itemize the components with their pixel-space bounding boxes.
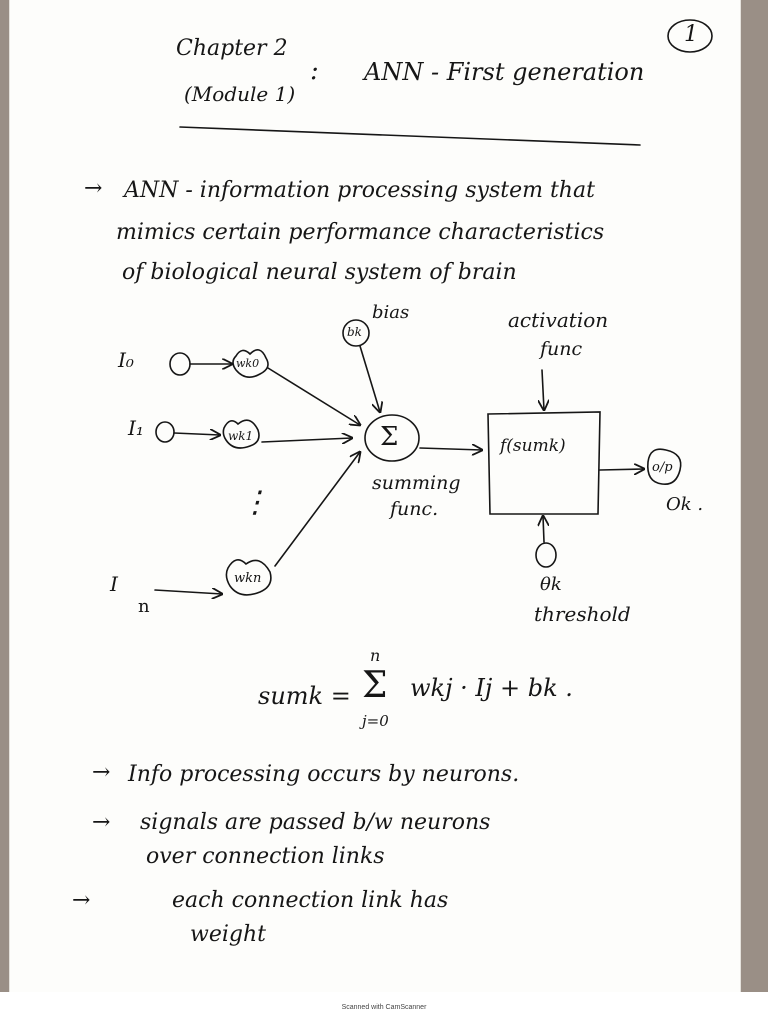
edge-threshold-box [543, 516, 544, 543]
edge-in-wn [154, 590, 222, 594]
threshold-symbol: θk [540, 574, 562, 595]
note-1-arrow: → [92, 760, 111, 785]
edge-sum-act [419, 448, 482, 450]
formula-sigma: Σ [362, 665, 388, 706]
note-3-line-2: weight [190, 922, 266, 947]
activation-label-1: activation [508, 308, 609, 332]
input-node-0 [169, 352, 191, 376]
threshold-label: threshold [534, 602, 631, 626]
chapter-heading: Chapter 2 [176, 36, 288, 61]
weight-node-n [225, 559, 272, 596]
input-label-1: I₁ [128, 416, 144, 440]
weight-label-n: wkn [234, 571, 262, 586]
input-node-1 [155, 421, 175, 443]
output-node [646, 448, 682, 486]
summing-symbol: Σ [380, 422, 399, 452]
edge-wn-sum [274, 452, 360, 567]
activation-box [487, 411, 601, 515]
input-ellipsis: ⋮ [240, 485, 270, 520]
note-3-line-1: each connection link has [172, 888, 449, 913]
summing-circle [364, 414, 420, 462]
note-2-line-1: signals are passed b/w neurons [140, 810, 491, 835]
edge-actlabel-box [542, 369, 544, 410]
formula-lower-limit: j=0 [362, 712, 389, 730]
weight-node-1 [222, 419, 260, 449]
threshold-node [535, 542, 557, 568]
notebook-page [10, 0, 740, 992]
activation-label-2: func [540, 338, 583, 360]
edge-i1-w1 [173, 433, 220, 435]
edge-bias-sum [359, 345, 380, 412]
note-3-arrow: → [72, 888, 91, 913]
summing-label-2: func. [390, 498, 439, 520]
module-label: (Module 1) [184, 82, 296, 106]
weight-node-0 [232, 349, 269, 378]
page-number: 1 [684, 22, 698, 47]
edge-w1-sum [261, 438, 352, 442]
output-node-label: o/p [652, 460, 673, 475]
weight-label-1: wk1 [228, 429, 254, 443]
definition-arrow: → [84, 176, 103, 201]
output-label: Ok . [666, 494, 704, 515]
formula-lhs: sumk = [258, 682, 351, 710]
note-1-line-1: Info processing occurs by neurons. [128, 762, 520, 787]
note-2-arrow: → [92, 810, 111, 835]
definition-line-1: ANN - information processing system that [124, 178, 595, 203]
edge-act-out [599, 469, 644, 470]
page-number-circle [667, 19, 713, 53]
weight-label-0: wk0 [236, 357, 260, 370]
formula-rhs: wkj · Ij + bk . [410, 674, 573, 702]
definition-line-3: of biological neural system of brain [122, 260, 517, 285]
input-label-0: I₀ [118, 348, 134, 372]
bias-node [342, 319, 370, 347]
header-underline [179, 126, 641, 146]
input-label-n-subscript: n [138, 596, 150, 617]
edge-w0-sum [267, 367, 360, 425]
bias-label: bias [372, 302, 410, 323]
input-label-n: I [110, 572, 118, 596]
scanner-watermark: Scanned with CamScanner [341, 1004, 427, 1011]
scan-margin [0, 992, 768, 1024]
header-colon: : [310, 56, 319, 86]
bias-node-label: bk [347, 325, 362, 339]
activation-box-label: f(sumk) [500, 436, 566, 456]
summing-label-1: summing [372, 472, 461, 494]
formula-upper-limit: n [370, 646, 381, 665]
definition-line-2: mimics certain performance characteristi… [116, 220, 605, 245]
page-title: ANN - First generation [364, 58, 645, 86]
note-2-line-2: over connection links [146, 844, 385, 869]
